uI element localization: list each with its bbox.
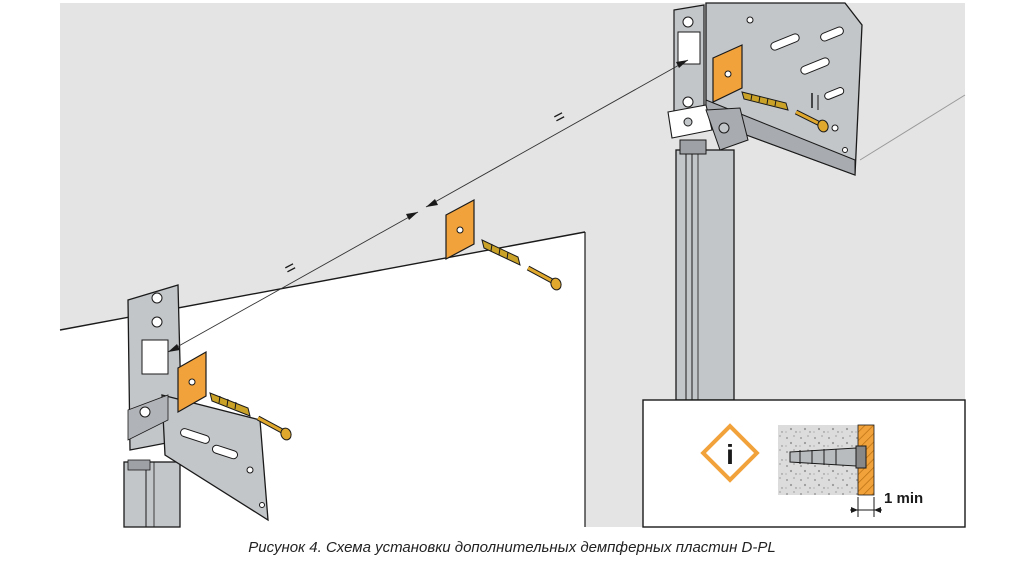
screw-middle xyxy=(526,265,562,291)
dimension-line-right xyxy=(425,59,689,208)
dowel-middle xyxy=(481,239,521,266)
left-bracket xyxy=(127,284,269,522)
right-vertical-profile xyxy=(675,139,735,401)
info-icon-glyph: i xyxy=(726,439,734,470)
screw-right xyxy=(794,109,829,133)
dimension-line-left xyxy=(167,211,419,353)
dowel-right xyxy=(741,91,789,111)
wall-seam xyxy=(859,94,966,161)
figure-caption: Рисунок 4. Схема установки дополнительны… xyxy=(248,539,776,556)
dowel-section xyxy=(789,445,867,469)
right-side-tabs xyxy=(667,4,749,151)
info-detail-box: i 1 min xyxy=(642,399,966,528)
min-gap-label: 1 min xyxy=(884,490,923,507)
damper-plate-left-hole xyxy=(188,378,196,386)
screw-left xyxy=(256,415,292,441)
damper-plate-middle-hole xyxy=(456,226,464,234)
damper-plate-right-hole xyxy=(724,70,732,78)
info-icon: i xyxy=(700,423,760,483)
dowel-left xyxy=(209,392,251,417)
left-vertical-profile xyxy=(123,459,181,528)
